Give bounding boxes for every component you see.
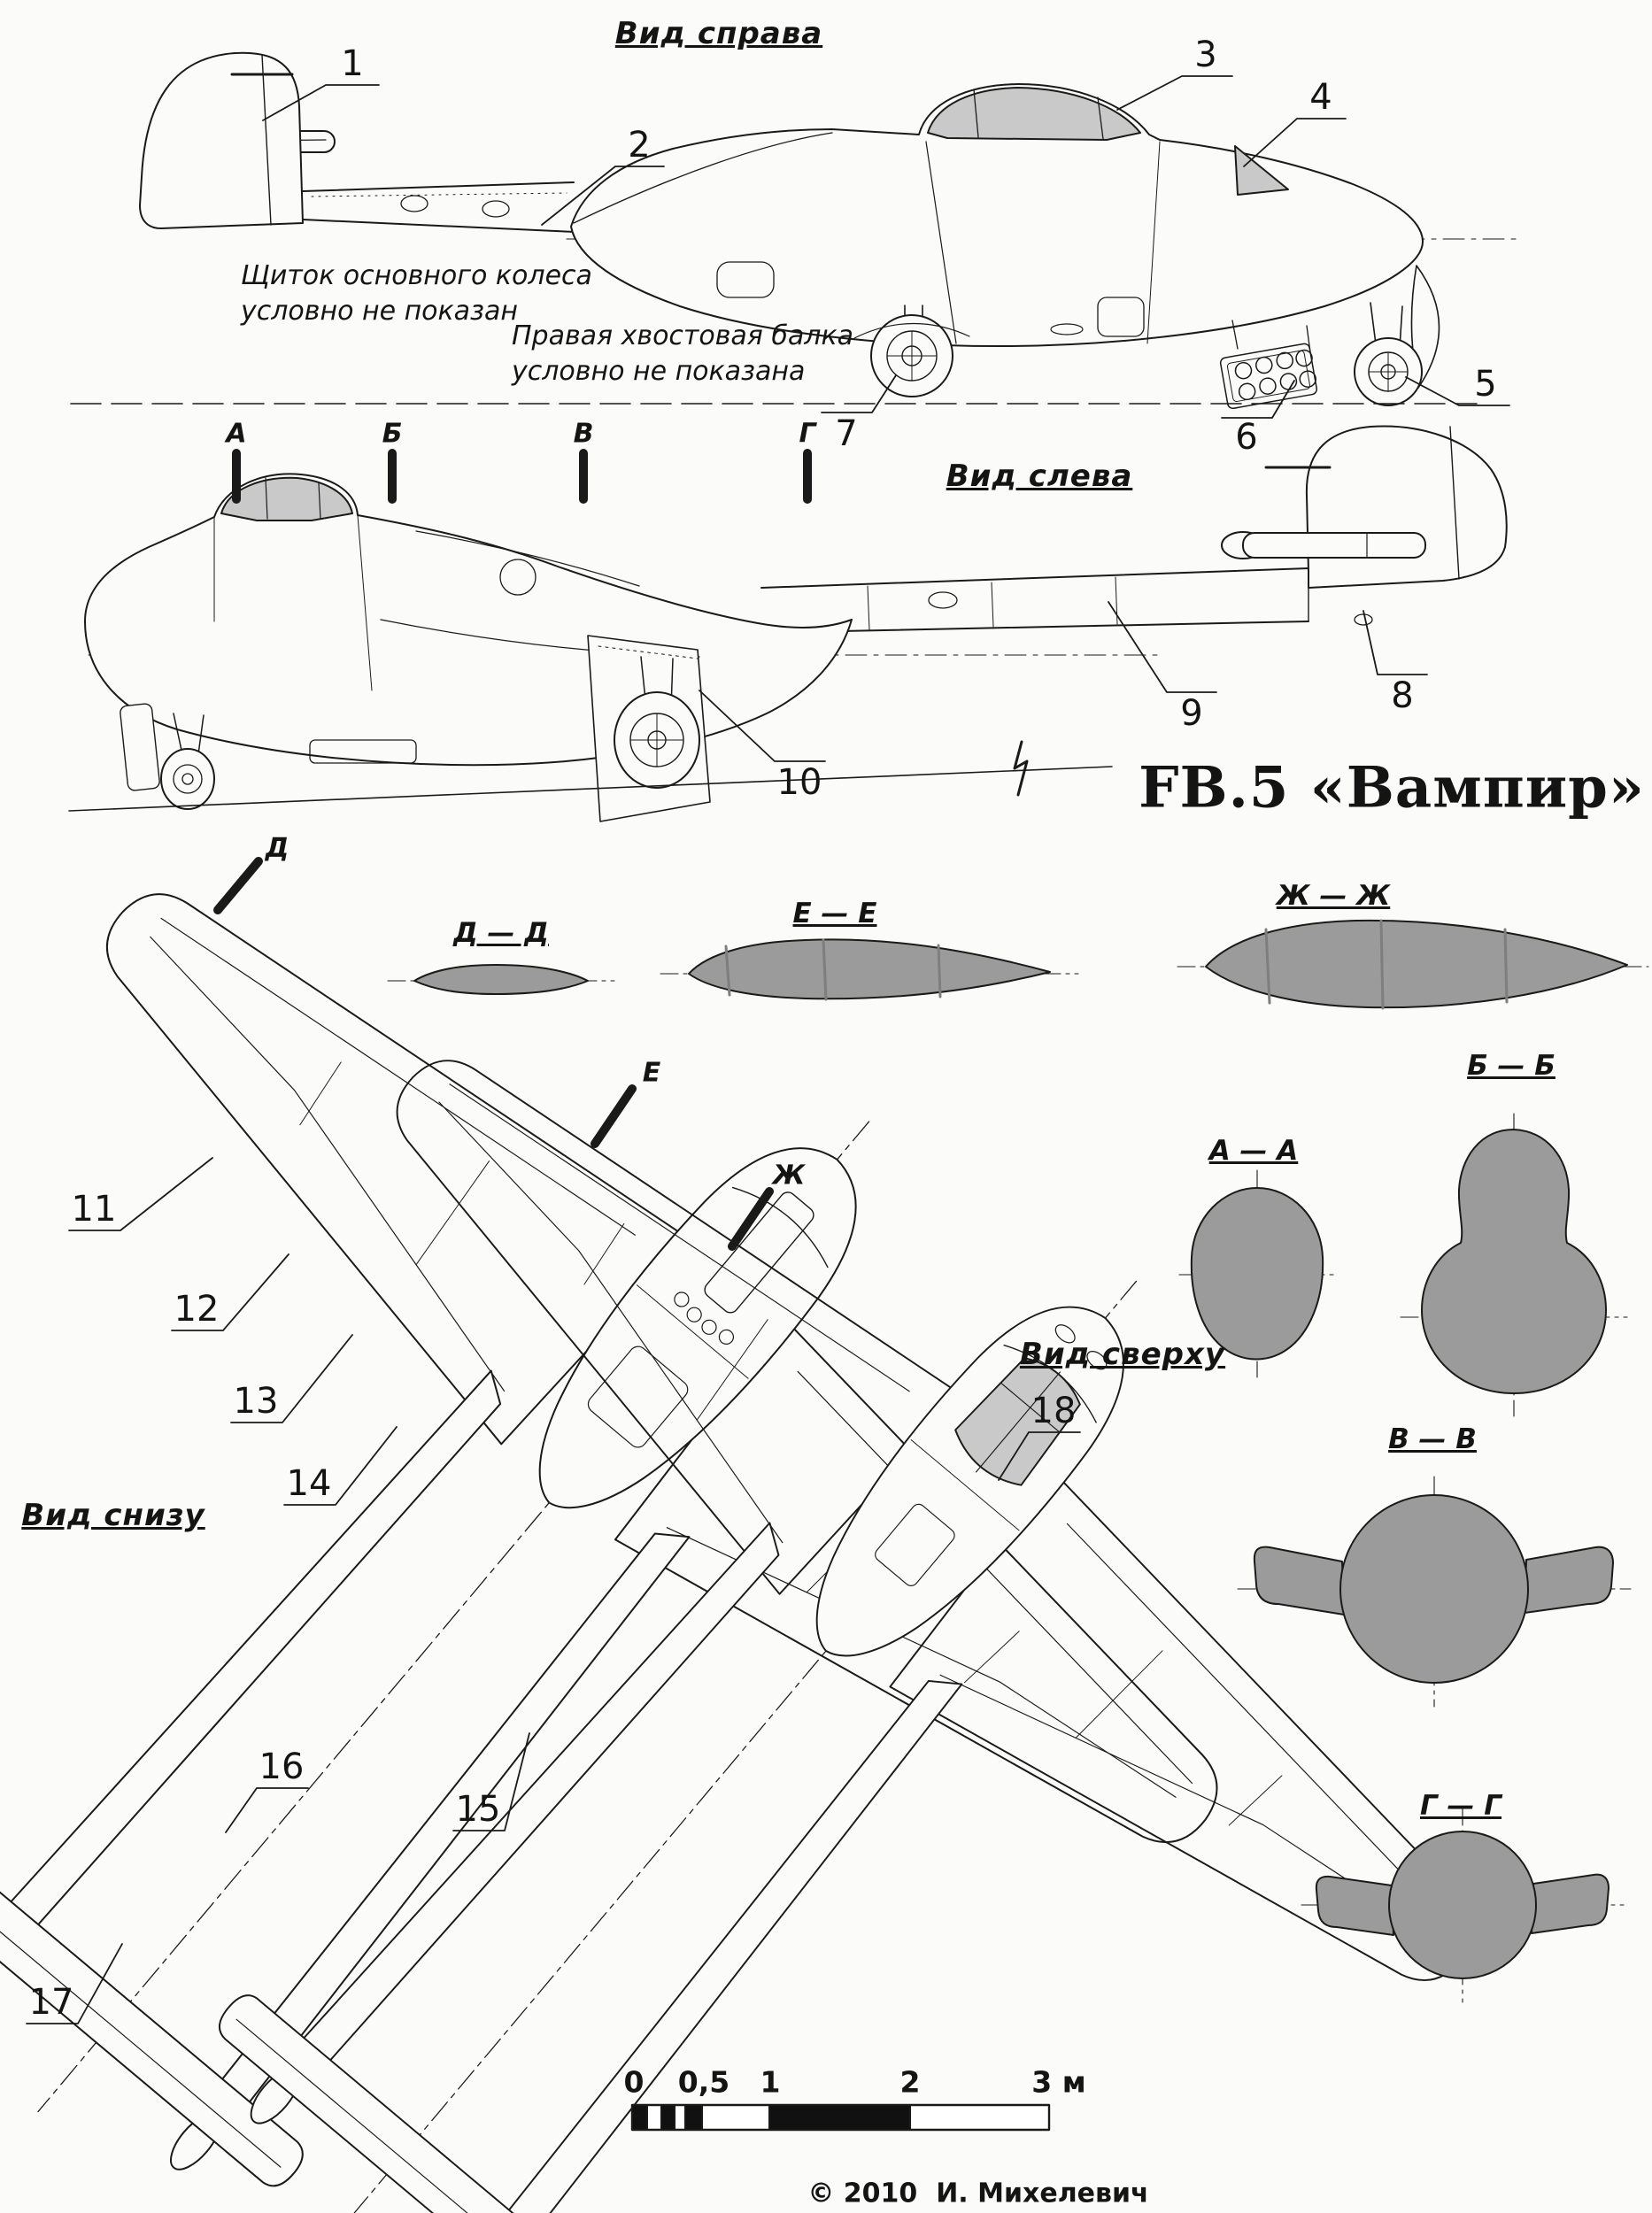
callout-3: 3 — [1194, 35, 1217, 75]
callout-16: 16 — [259, 1746, 305, 1787]
note-tail-boom-line1: Правая хвостовая балка — [512, 320, 853, 351]
callout-17: 17 — [28, 1982, 74, 2023]
section-label-ee: Е — Е — [792, 898, 877, 929]
section-plane-a: А — [226, 418, 247, 450]
callout-12: 12 — [174, 1289, 220, 1330]
note-tail-boom-line2: условно не показана — [512, 356, 806, 387]
section-plane-v: В — [573, 418, 594, 450]
view-left-title: Вид слева — [946, 459, 1133, 494]
note-wheel-flap-line1: Щиток основного колеса — [241, 260, 592, 291]
callout-6: 6 — [1235, 417, 1258, 458]
section-plane-e: Е — [642, 1057, 661, 1089]
callout-5: 5 — [1474, 364, 1497, 405]
left-side-view-drawing — [68, 425, 1508, 822]
section-plane-zh: Ж — [772, 1160, 806, 1191]
callout-11: 11 — [71, 1189, 117, 1230]
scale-tick-0: 0 — [623, 2064, 645, 2100]
callout-4: 4 — [1309, 77, 1332, 118]
aircraft-title: FB.5 «Вампир» — [1139, 754, 1645, 821]
scale-tick-1: 1 — [760, 2064, 781, 2100]
scale-tick-2: 2 — [899, 2064, 921, 2100]
note-wheel-flap-line2: условно не показан — [241, 296, 518, 327]
section-label-zhzh: Ж — Ж — [1276, 880, 1391, 912]
view-right-title: Вид справа — [614, 16, 823, 51]
section-label-aa: А — А — [1208, 1135, 1299, 1167]
plan-section-ticks — [213, 857, 774, 1251]
callout-10: 10 — [776, 762, 822, 803]
right-side-view-drawing — [70, 51, 1524, 410]
section-label-vv: В — В — [1388, 1423, 1477, 1455]
callout-8: 8 — [1391, 675, 1414, 716]
section-plane-g: Г — [799, 418, 816, 450]
section-label-gg: Г — Г — [1419, 1790, 1502, 1822]
callout-14: 14 — [286, 1463, 332, 1504]
scale-tick-05: 0,5 — [677, 2064, 730, 2100]
bottom-view-drawing — [0, 667, 1411, 2213]
view-top-title: Вид сверху — [1019, 1337, 1226, 1372]
copyright-line: © 2010 И. Михелевич — [807, 2178, 1149, 2209]
top-view-drawing — [0, 839, 1652, 2213]
cross-sections — [387, 919, 1649, 2003]
callout-9: 9 — [1180, 693, 1203, 734]
callout-13: 13 — [233, 1381, 279, 1422]
section-plane-d: Д — [265, 832, 289, 864]
callout-18: 18 — [1031, 1391, 1077, 1431]
callout-leaders — [26, 75, 1510, 2024]
scale-bar — [630, 2103, 1051, 2132]
section-plane-b: Б — [382, 418, 403, 450]
callout-2: 2 — [628, 125, 651, 166]
callout-7: 7 — [835, 413, 858, 454]
section-label-bb: Б — Б — [1467, 1050, 1556, 1082]
section-label-dd: Д — Д — [453, 917, 549, 949]
callout-15: 15 — [455, 1789, 501, 1830]
callout-1: 1 — [341, 43, 364, 84]
view-bottom-title: Вид снизу — [21, 1498, 205, 1533]
scale-tick-3m: 3 м — [1031, 2064, 1086, 2100]
